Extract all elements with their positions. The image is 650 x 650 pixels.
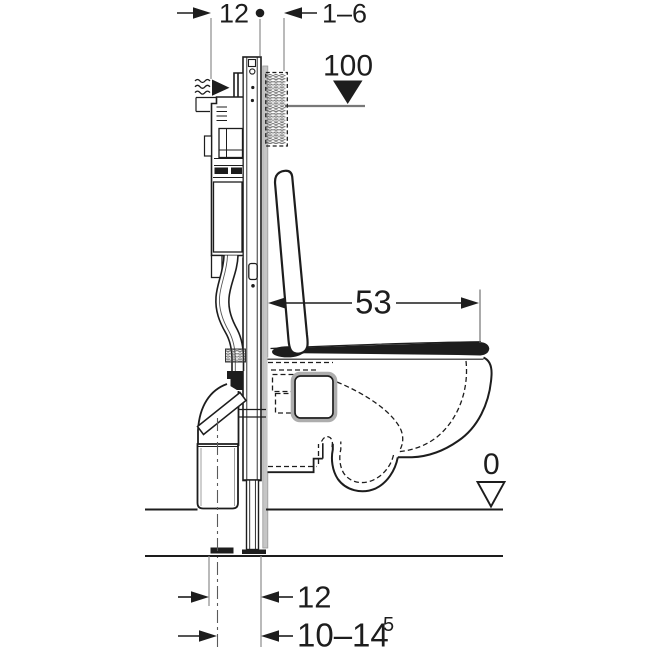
dimension-top-range: 1–6 <box>283 0 367 71</box>
outlet-connector <box>239 408 266 418</box>
frame-rail <box>210 56 266 554</box>
supply-arrow-icon <box>212 79 230 96</box>
drain-assembly <box>196 383 266 647</box>
dimension-arrow-icon <box>284 7 302 19</box>
wall-anchor-block <box>265 71 288 147</box>
dimension-arrow-icon <box>268 297 286 309</box>
dimension-label: 53 <box>355 284 392 321</box>
dimension-dot-icon <box>255 8 265 18</box>
dimension-bottom-offset: 12 <box>178 556 331 647</box>
level-triangle-outline-icon <box>475 481 507 509</box>
dimension-label: 12 <box>219 0 249 29</box>
rail-top-fitting <box>247 58 257 68</box>
pipe-collar <box>196 391 248 436</box>
toilet <box>267 169 493 493</box>
fill-valve <box>218 127 244 159</box>
dimension-arrow-icon <box>261 630 279 642</box>
flush-valve <box>212 181 243 253</box>
pipe-seal <box>225 348 246 363</box>
dimension-label: 1–6 <box>322 0 367 29</box>
flush-inlet-elbow <box>290 371 338 423</box>
dimension-label: 12 <box>297 580 331 615</box>
level-triangle-icon <box>333 80 363 104</box>
water-supply <box>194 78 230 96</box>
concealed-cistern <box>195 72 244 279</box>
dimension-arrow-icon <box>191 591 209 603</box>
dimension-bowl-depth: 53 <box>268 284 481 343</box>
flush-pipe <box>215 255 246 390</box>
dimension-arrow-icon <box>193 7 211 19</box>
dimension-bottom-range: 10–14 5 <box>178 614 394 650</box>
dimension-label: 100 <box>323 50 373 83</box>
bowl-outline <box>267 356 493 493</box>
floor-level-marker: 0 <box>475 448 507 509</box>
dimension-arrow-icon <box>261 591 279 603</box>
dimension-arrow-icon <box>199 630 217 642</box>
frame-foot <box>245 479 260 551</box>
wall-face <box>262 65 269 549</box>
dimension-arrow-icon <box>461 297 479 309</box>
dimension-label: 0 <box>483 448 500 481</box>
rail-fixing-slot <box>248 262 258 281</box>
water-waves-icon <box>194 78 211 95</box>
dimension-top-offset: 12 <box>177 0 265 79</box>
dimension-label: 10–14 <box>297 617 389 650</box>
toilet-lid <box>273 169 309 355</box>
floor-lines <box>145 508 503 557</box>
anchor-height-marker: 100 <box>323 50 373 104</box>
dimension-superscript: 5 <box>383 614 394 636</box>
